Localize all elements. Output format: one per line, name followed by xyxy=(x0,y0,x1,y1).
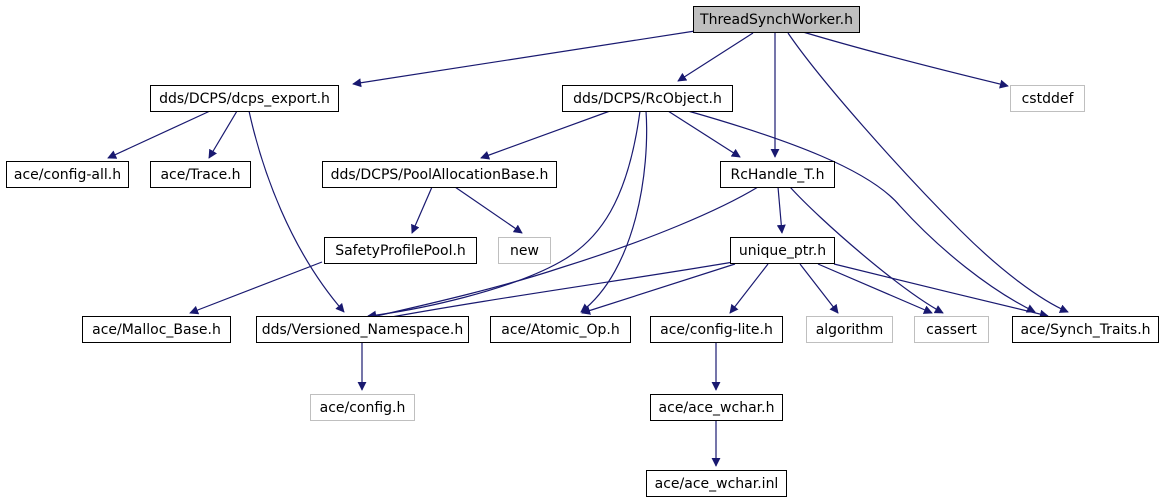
edge-rchandle-to-cassert xyxy=(789,186,944,314)
edge-root-to-dcps_export xyxy=(352,30,696,88)
edge-poolalloc-to-safety xyxy=(411,186,433,234)
edge-rcobject-to-synch xyxy=(687,110,1036,313)
node-box-root xyxy=(693,6,860,33)
node-box-trace xyxy=(150,161,251,188)
node-rcobject[interactable]: dds/DCPS/RcObject.h xyxy=(562,85,733,112)
node-label-safety: SafetyProfilePool.h xyxy=(335,243,466,259)
node-box-atomic xyxy=(490,316,631,343)
edge-root-to-synch xyxy=(787,32,1069,313)
node-label-synch: ace/Synch_Traits.h xyxy=(1020,322,1150,338)
node-label-rcobject: dds/DCPS/RcObject.h xyxy=(573,91,722,107)
node-label-algorithm: algorithm xyxy=(816,322,884,338)
node-rchandle[interactable]: RcHandle_T.h xyxy=(720,161,835,188)
node-atomic[interactable]: ace/Atomic_Op.h xyxy=(490,316,631,343)
node-label-dcps_export: dds/DCPS/dcps_export.h xyxy=(159,91,330,107)
node-label-root: ThreadSynchWorker.h xyxy=(699,12,853,28)
edge-unique_ptr-to-cassert xyxy=(817,263,933,314)
node-box-versioned xyxy=(256,316,469,343)
edge-root-to-rcobject xyxy=(677,32,754,82)
node-label-cstddef: cstddef xyxy=(1022,91,1075,107)
node-box-unique_ptr xyxy=(730,237,835,264)
node-label-cassert: cassert xyxy=(926,322,977,338)
node-root[interactable]: ThreadSynchWorker.h xyxy=(693,6,860,33)
node-box-cassert xyxy=(914,316,989,343)
node-poolalloc[interactable]: dds/DCPS/PoolAllocationBase.h xyxy=(322,161,557,188)
node-trace[interactable]: ace/Trace.h xyxy=(150,161,251,188)
node-box-rchandle xyxy=(720,161,835,188)
edge-safety-to-malloc xyxy=(189,261,323,315)
node-config_all[interactable]: ace/config-all.h xyxy=(6,161,129,188)
edge-poolalloc-to-new xyxy=(454,186,523,234)
node-synch[interactable]: ace/Synch_Traits.h xyxy=(1012,316,1159,343)
node-box-wchar xyxy=(650,394,783,421)
node-label-config: ace/config.h xyxy=(320,400,406,416)
edge-dcps_export-to-trace xyxy=(208,110,238,159)
edge-rchandle-to-unique_ptr xyxy=(776,186,786,234)
node-box-config_all xyxy=(6,161,129,188)
node-box-algorithm xyxy=(806,316,893,343)
edge-unique_ptr-to-versioned xyxy=(369,261,734,324)
node-label-config_lite: ace/config-lite.h xyxy=(660,322,773,338)
node-box-config xyxy=(310,394,415,421)
node-box-config_lite xyxy=(650,316,783,343)
node-label-config_all: ace/config-all.h xyxy=(14,167,121,183)
node-box-dcps_export xyxy=(150,85,339,112)
node-label-new: new xyxy=(510,243,539,259)
nodes-layer: ThreadSynchWorker.h dds/DCPS/dcps_export.… xyxy=(6,6,1159,497)
node-dcps_export[interactable]: dds/DCPS/dcps_export.h xyxy=(150,85,339,112)
edge-dcps_export-to-config_all xyxy=(107,110,211,159)
node-box-poolalloc xyxy=(322,161,557,188)
edge-root-to-cstddef xyxy=(802,31,1009,89)
node-box-new xyxy=(498,237,551,264)
node-label-wchar_inl: ace/ace_wchar.inl xyxy=(655,476,779,492)
node-wchar[interactable]: ace/ace_wchar.h xyxy=(650,394,783,421)
node-box-wchar_inl xyxy=(646,470,787,497)
node-config_lite[interactable]: ace/config-lite.h xyxy=(650,316,783,343)
node-unique_ptr[interactable]: unique_ptr.h xyxy=(730,237,835,264)
node-label-versioned: dds/Versioned_Namespace.h xyxy=(262,322,463,338)
node-cassert[interactable]: cassert xyxy=(914,316,989,343)
node-wchar_inl[interactable]: ace/ace_wchar.inl xyxy=(646,470,787,497)
node-box-rcobject xyxy=(562,85,733,112)
edge-unique_ptr-to-config_lite xyxy=(729,263,769,314)
edge-unique_ptr-to-synch xyxy=(833,263,1049,319)
edge-dcps_export-to-versioned xyxy=(248,110,345,313)
node-label-rchandle: RcHandle_T.h xyxy=(730,167,824,183)
edges-layer xyxy=(107,30,1069,467)
edge-rcobject-to-versioned xyxy=(367,110,641,320)
edge-unique_ptr-to-atomic xyxy=(581,263,736,315)
node-box-cstddef xyxy=(1010,85,1085,112)
node-algorithm[interactable]: algorithm xyxy=(806,316,893,343)
edge-unique_ptr-to-algorithm xyxy=(799,263,839,314)
edge-rcobject-to-atomic xyxy=(580,110,648,313)
node-box-safety xyxy=(324,237,477,264)
node-versioned[interactable]: dds/Versioned_Namespace.h xyxy=(256,316,469,343)
node-cstddef[interactable]: cstddef xyxy=(1010,85,1085,112)
node-label-malloc: ace/Malloc_Base.h xyxy=(92,322,221,338)
node-box-malloc xyxy=(82,316,231,343)
node-label-poolalloc: dds/DCPS/PoolAllocationBase.h xyxy=(331,167,549,183)
node-config[interactable]: ace/config.h xyxy=(310,394,415,421)
node-label-atomic: ace/Atomic_Op.h xyxy=(501,322,619,338)
edge-rchandle-to-versioned xyxy=(367,186,759,321)
edge-rcobject-to-rchandle xyxy=(667,110,741,158)
node-label-trace: ace/Trace.h xyxy=(160,167,240,183)
node-malloc[interactable]: ace/Malloc_Base.h xyxy=(82,316,231,343)
edge-rcobject-to-poolalloc xyxy=(480,110,611,160)
node-new[interactable]: new xyxy=(498,237,551,264)
node-box-synch xyxy=(1012,316,1159,343)
node-label-unique_ptr: unique_ptr.h xyxy=(739,243,826,259)
node-label-wchar: ace/ace_wchar.h xyxy=(659,400,775,416)
node-safety[interactable]: SafetyProfilePool.h xyxy=(324,237,477,264)
